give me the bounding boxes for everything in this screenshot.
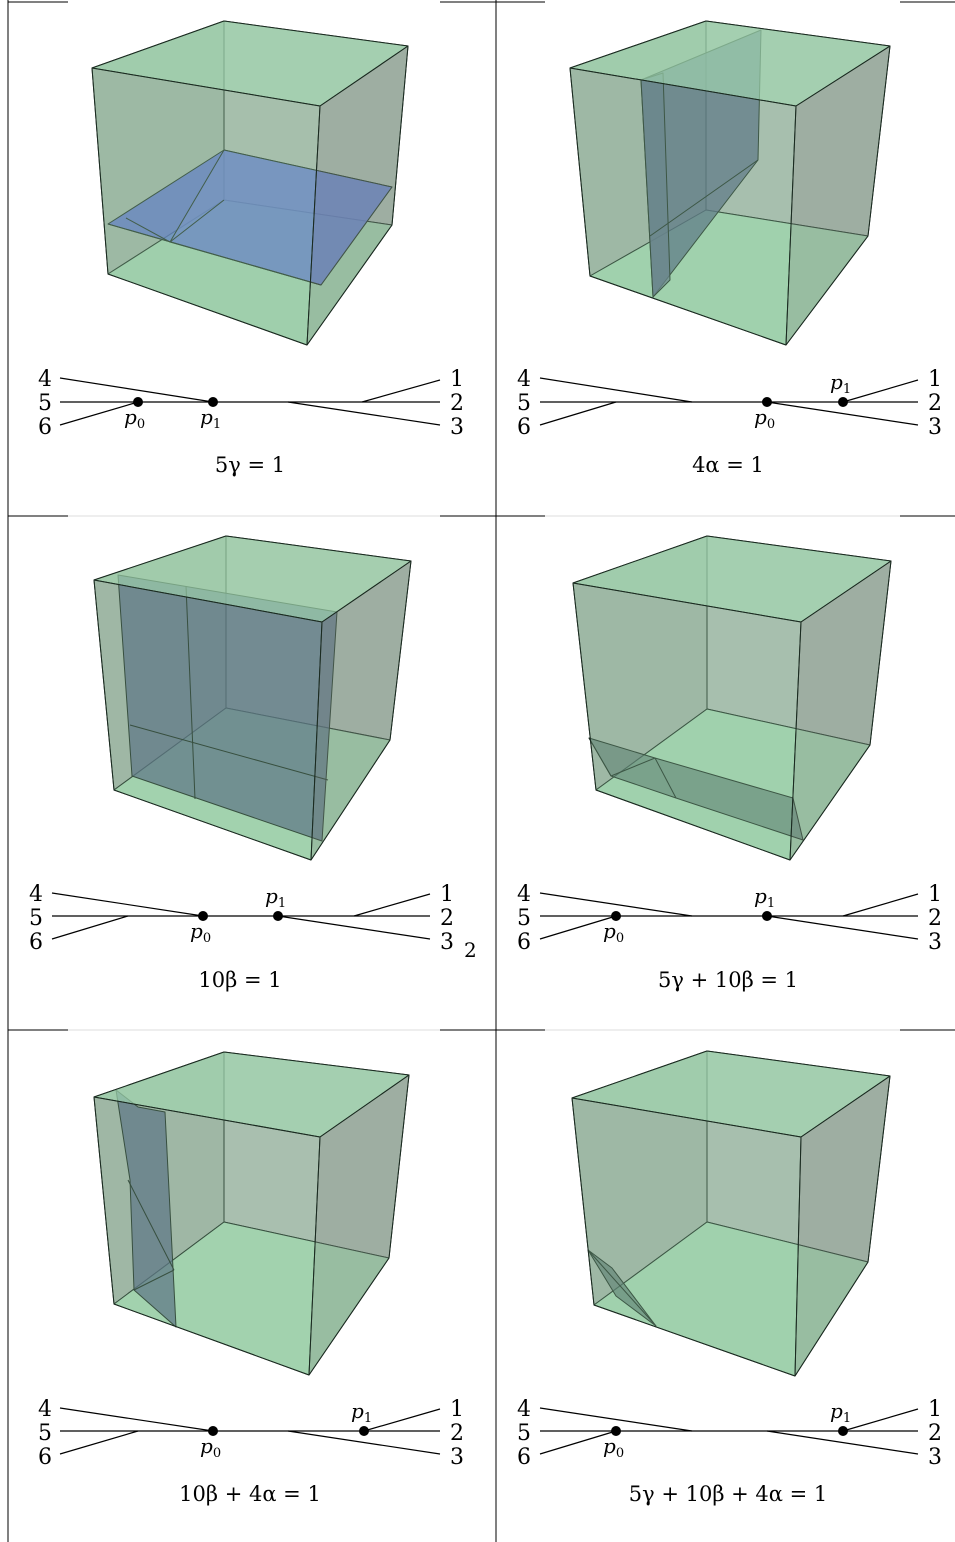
leg-label-3: 3 (450, 415, 464, 440)
caption: 10β + 4α = 1 (179, 1482, 321, 1506)
cube-panel-4 (572, 535, 892, 861)
leg-label-1: 1 (928, 882, 942, 907)
leg-label-4: 4 (38, 1397, 52, 1422)
vertex-p0 (611, 911, 621, 921)
vertex-label-p0: p0 (754, 405, 775, 432)
vertex-p1 (208, 397, 218, 407)
vertex-p0 (133, 397, 143, 407)
graph-panel-6: 4 5 6 1 2 3 p0 p1 5γ + 10β + 4α = 1 (517, 1397, 942, 1506)
vertex-p1 (762, 911, 772, 921)
leg-label-6: 6 (517, 930, 531, 955)
leg-label-1: 1 (928, 1397, 942, 1422)
vertex-label-p0: p0 (603, 1434, 624, 1461)
vertex-label-p1: p1 (830, 370, 851, 397)
vertex-p0 (198, 911, 208, 921)
graph-panel-3: 4 5 6 1 2 3 p0 p1 10β = 1 (29, 882, 454, 992)
vertex-p1 (359, 1426, 369, 1436)
vertex-label-p1: p1 (830, 1399, 851, 1426)
leg-label-6: 6 (38, 415, 52, 440)
leg-label-5: 5 (517, 906, 531, 931)
leg-label-5: 5 (38, 1421, 52, 1446)
vertex-p1 (838, 397, 848, 407)
cube-panel-1 (91, 20, 409, 346)
leg-label-2: 2 (450, 391, 464, 416)
leg-label-3: 3 (928, 930, 942, 955)
vertex-label-p0: p0 (124, 405, 145, 432)
leg-label-1: 1 (450, 367, 464, 392)
leg-label-6: 6 (517, 1445, 531, 1470)
leg-label-2: 2 (928, 391, 942, 416)
cube-panel-2 (569, 20, 891, 346)
vertex-label-p0: p0 (200, 1434, 221, 1461)
leg-label-5: 5 (38, 391, 52, 416)
leg-label-2: 2 (928, 1421, 942, 1446)
leg-label-3: 3 (928, 415, 942, 440)
vertex-p1 (273, 911, 283, 921)
leg-label-2: 2 (450, 1421, 464, 1446)
leg-label-6: 6 (517, 415, 531, 440)
vertex-label-p1: p1 (351, 1399, 372, 1426)
vertex-p0 (611, 1426, 621, 1436)
leg-label-2: 2 (440, 906, 454, 931)
vertex-p1 (838, 1426, 848, 1436)
leg-label-2: 2 (928, 906, 942, 931)
leg-label-5: 5 (517, 391, 531, 416)
leg-label-1: 1 (450, 1397, 464, 1422)
grid-frame (7, 0, 955, 1542)
graph-panel-2: 4 5 6 1 2 3 p0 p1 4α = 1 (517, 367, 942, 477)
vertex-label-p0: p0 (190, 919, 211, 946)
vertex-label-p1: p1 (200, 405, 221, 432)
leg-label-4: 4 (38, 367, 52, 392)
vertex-label-p1: p1 (754, 884, 775, 911)
leg-label-4: 4 (517, 367, 531, 392)
graph-panel-4: 4 5 6 1 2 3 p0 p1 5γ + 10β = 1 (517, 882, 942, 992)
vertex-p0 (762, 397, 772, 407)
leg-label-3: 3 (928, 1445, 942, 1470)
leg-label-4: 4 (517, 882, 531, 907)
leg-label-6: 6 (29, 930, 43, 955)
graph-panel-1: 4 5 6 1 2 3 p0 p1 5γ = 1 (38, 367, 464, 477)
leg-label-4: 4 (517, 1397, 531, 1422)
leg-label-1: 1 (440, 882, 454, 907)
cube-panel-3 (93, 535, 412, 861)
vertex-p0 (208, 1426, 218, 1436)
cube-panel-6 (571, 1050, 891, 1377)
vertex-label-p1: p1 (265, 884, 286, 911)
leg-label-6: 6 (38, 1445, 52, 1470)
leg-label-4: 4 (29, 882, 43, 907)
caption: 5γ = 1 (215, 453, 285, 477)
caption: 5γ + 10β = 1 (658, 968, 798, 992)
leg-label-1: 1 (928, 367, 942, 392)
leg-label-3: 3 (450, 1445, 464, 1470)
graph-panel-5: 4 5 6 1 2 3 p0 p1 10β + 4α = 1 (38, 1397, 464, 1506)
cube-panel-5 (93, 1051, 410, 1376)
leg-label-5: 5 (29, 906, 43, 931)
vertex-label-p0: p0 (603, 919, 624, 946)
leg-label-3: 3 (440, 930, 454, 955)
stray-page-number: 2 (464, 938, 477, 962)
caption: 4α = 1 (692, 453, 764, 477)
caption: 5γ + 10β + 4α = 1 (629, 1482, 828, 1506)
caption: 10β = 1 (198, 968, 281, 992)
leg-label-5: 5 (517, 1421, 531, 1446)
